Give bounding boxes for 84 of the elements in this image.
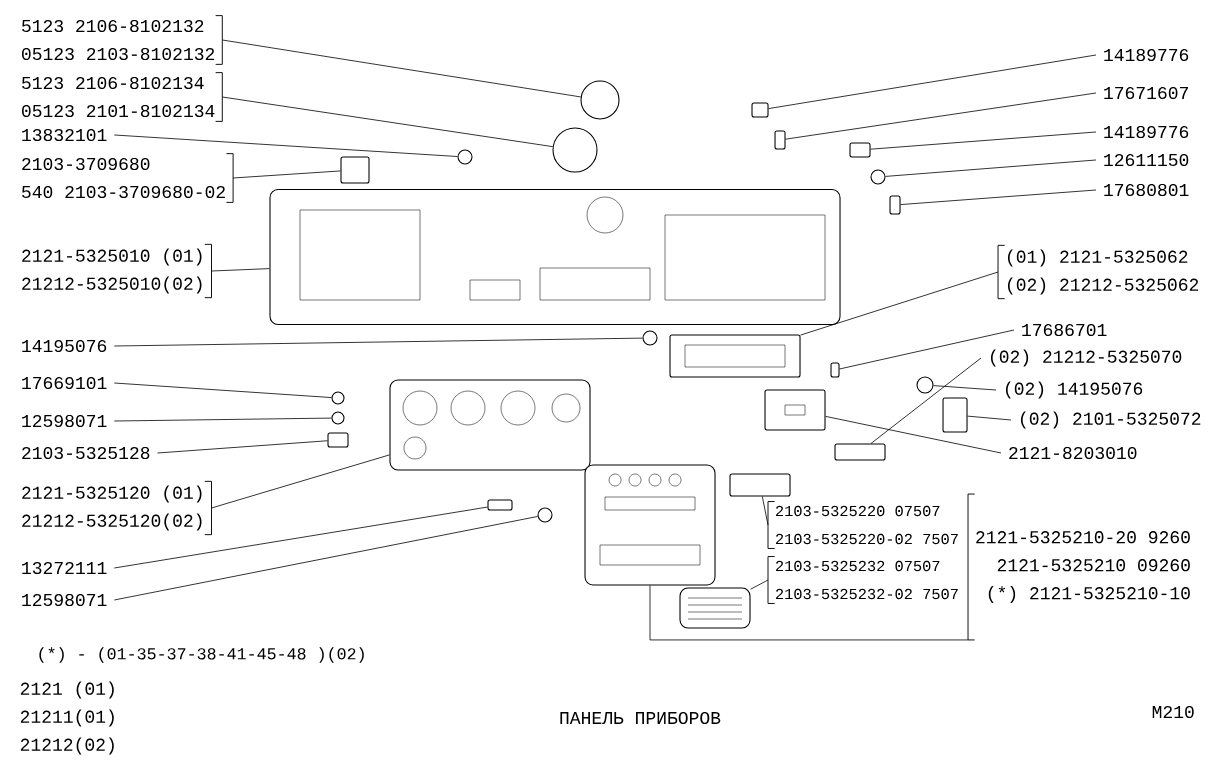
model-code: 2121 (01) (20, 681, 114, 699)
clip (327, 432, 349, 448)
bracket (942, 397, 968, 433)
vent-housing (552, 127, 598, 173)
leader-line (839, 329, 1015, 370)
leader-line (870, 357, 982, 444)
leader-line (211, 268, 270, 272)
part-number: 12611150 (1104, 153, 1189, 167)
part-number: 13832101 (22, 128, 107, 142)
leader-line (825, 415, 1002, 454)
leader-line (113, 516, 538, 601)
sheet-number: M210 (1152, 705, 1194, 719)
part-number: 12598071 (22, 414, 107, 428)
bracketed-part-numbers: 5123 2106-8102132 05123 2103-8102132 (22, 15, 223, 65)
part-number: (02) 2101-5325072 (1020, 411, 1201, 429)
screw-head (331, 391, 345, 405)
screw (830, 362, 840, 378)
part-number: 13272111 (22, 561, 107, 575)
leader-line (113, 382, 332, 398)
leader-line (870, 131, 1097, 150)
washer (331, 411, 345, 425)
nut (457, 149, 473, 165)
vent-nozzle (580, 80, 620, 120)
model-code: 21212(02) (20, 737, 114, 755)
washer (870, 169, 886, 185)
switch (340, 156, 370, 184)
part-number: (02) 14195076 (1005, 381, 1143, 399)
screw (889, 195, 901, 215)
grille-drawing (679, 587, 751, 629)
trim-panel (669, 334, 801, 378)
leader-line (967, 415, 1012, 421)
bracketed-part-numbers: 2121-5325210-20 9260 2121-5325210 09260 (*) 2121-5325210-10 (967, 493, 1190, 641)
instrument-panel-drawing (389, 379, 591, 471)
bracketed-part-numbers: 2103-5325220 07507 2103-5325220-02 7507 (767, 501, 958, 549)
bracketed-part-numbers: (01) 2121-5325062 (02) 21212-5325062 (997, 244, 1199, 300)
model-code: 21211(01) (20, 709, 114, 727)
leader-line (113, 417, 332, 422)
part-number: 14189776 (1104, 125, 1189, 139)
washer (537, 507, 553, 523)
part-number: 2103-5325128 (22, 446, 150, 460)
leader-line (885, 159, 1097, 177)
leader-line (900, 189, 1097, 205)
part-number: 17686701 (1022, 323, 1107, 337)
screw (487, 499, 513, 511)
leader-line (800, 271, 999, 336)
part-number: 14189776 (1104, 48, 1189, 62)
leader-line (761, 496, 769, 526)
leader-line (750, 579, 769, 590)
dashboard-drawing (269, 188, 841, 326)
leader-line (785, 92, 1097, 140)
bracketed-part-numbers: 2121-5325010 (01) 21212-5325010(02) (22, 243, 212, 299)
leader-line (221, 96, 554, 148)
frame (729, 473, 791, 497)
part-number: 2121-8203010 (1009, 446, 1137, 460)
part-number: 17669101 (22, 376, 107, 390)
part-number: 17671607 (1104, 86, 1188, 100)
screw (774, 130, 786, 150)
leader-line (232, 170, 341, 179)
note: (*) - (01-35-37-38-41-45-48 )(02) (39, 647, 364, 663)
bracketed-part-numbers: 2103-5325232 07507 2103-5325232-02 7507 (767, 556, 958, 604)
leader-line (768, 54, 1097, 109)
caption: ПАНЕЛЬ ПРИБОРОВ (560, 711, 721, 725)
ashtray (764, 389, 826, 431)
console-drawing (584, 464, 716, 586)
bracketed-part-numbers: 2121-5325120 (01) 21212-5325120(02) (22, 480, 212, 536)
leader-line (933, 385, 997, 391)
leader-line (649, 585, 969, 641)
clip (849, 142, 871, 158)
nut (642, 330, 658, 346)
leader-line (221, 39, 582, 98)
part-number: 14195076 (22, 339, 107, 353)
leader-line (113, 134, 458, 157)
part-number: 12598071 (22, 593, 107, 607)
leader-line (113, 506, 488, 569)
bracketed-part-numbers: 5123 2106-8102134 05123 2101-8102134 (22, 72, 223, 122)
part-number: 17680801 (1104, 183, 1189, 197)
bracketed-part-numbers: 2103-3709680 540 2103-3709680-02 (22, 153, 234, 203)
frame (834, 443, 886, 461)
part-number: (02) 21212-5325070 (990, 349, 1182, 367)
nut (916, 376, 934, 394)
clip (751, 102, 769, 118)
leader-line (113, 337, 643, 347)
leader-line (211, 454, 390, 509)
leader-line (157, 440, 328, 454)
